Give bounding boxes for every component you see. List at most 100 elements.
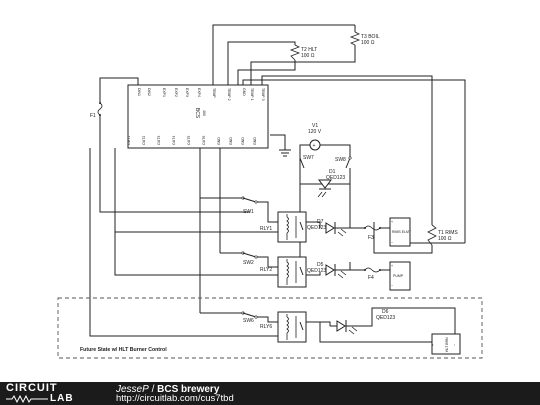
ground-icon [270, 134, 291, 157]
future-state-label: Future State w/ HLT Burner Control [80, 347, 167, 353]
relay-rly2: RLY2 [260, 256, 307, 288]
schematic-diagram: BCS 460 DIN1 DIN2 EXP1 EXP2 EXP3 EXP4 TE… [57, 24, 483, 359]
rly6-label: RLY6 [260, 324, 272, 330]
f3-label: F3 [368, 235, 374, 241]
fuse-f1: F1 [90, 102, 103, 119]
pin-din1: DIN1 [137, 88, 141, 96]
bcs-top-pins: DIN1 DIN2 EXP1 EXP2 EXP3 EXP4 TEMP TEMP … [137, 88, 265, 101]
pin-gnd-b1: GND [217, 137, 221, 145]
d1-part: QED123 [326, 175, 345, 181]
pump-minus: − [391, 284, 393, 288]
f4-label: F4 [368, 275, 374, 281]
v1-plus-sign: + [313, 143, 316, 149]
sw1-label: SW1 [243, 209, 254, 215]
circuit-url[interactable]: http://circuitlab.com/cus7tbd [116, 393, 234, 404]
hlt-minus: − [453, 344, 457, 346]
switch-sw6: SW6 [241, 311, 258, 324]
pin-exp4: EXP4 [197, 88, 201, 97]
switch-sw1: SW1 [241, 196, 258, 215]
bcs-bottom-pins: OUT1 OUT2 OUT3 OUT4 OUT5 OUT6 GND GND GN… [127, 136, 257, 145]
pin-temp3: TEMP 3 [261, 88, 265, 101]
led-d1: D1 QED123 [317, 169, 345, 198]
future-state-region: Future State w/ HLT Burner Control [57, 297, 483, 359]
bcs-name: BCS [194, 108, 200, 119]
waveform-icon [6, 395, 48, 403]
switch-sw2: SW2 [241, 251, 258, 266]
pin-gnd-top: GND [242, 88, 246, 96]
circuitlab-logo[interactable]: CIRCUIT LAB [6, 383, 94, 404]
relay-rly6: RLY6 [260, 311, 307, 343]
relay-rly1: RLY1 [260, 211, 307, 243]
resistor-t2: T2 HLT 100 Ω [289, 44, 317, 61]
pin-gnd-b3: GND [241, 137, 245, 145]
d5-part: QED123 [307, 268, 326, 274]
pin-out5: OUT5 [187, 136, 191, 145]
led-d5: D5 QED123 [307, 262, 350, 279]
load-hlt-burner: + HLT BRN − [431, 333, 461, 355]
resistor-t1: T1 RIMS 100 Ω [427, 224, 458, 246]
pin-exp1: EXP1 [162, 88, 166, 97]
load-pump: + PUMP − [389, 261, 411, 291]
pin-out3: OUT3 [157, 136, 161, 145]
bcs-sub: 460 [202, 110, 206, 116]
sw2-label: SW2 [243, 260, 254, 266]
rims-minus: − [391, 241, 393, 245]
switch-sw8: SW8 [335, 156, 352, 169]
switch-sw7: SW7 [299, 155, 314, 169]
rly2-label: RLY2 [260, 267, 272, 273]
pin-exp2: EXP2 [174, 88, 178, 97]
pin-exp3: EXP3 [185, 88, 189, 97]
logo-text-top: CIRCUIT [6, 382, 58, 394]
pin-out4: OUT4 [172, 136, 176, 145]
fuse-f4: F4 [364, 267, 381, 281]
d1-name: D1 [329, 169, 336, 175]
sw7-label: SW7 [303, 155, 314, 161]
t1-value: 100 Ω [438, 236, 452, 242]
rly1-label: RLY1 [260, 226, 272, 232]
rims-plus: + [391, 220, 393, 224]
pump-name: PUMP [393, 274, 404, 278]
t2-name: T2 HLT [301, 47, 317, 53]
bcs-controller: BCS 460 DIN1 DIN2 EXP1 EXP2 EXP3 EXP4 TE… [127, 84, 269, 149]
resistor-t3: T3 BOIL 100 Ω [349, 31, 380, 46]
d6-part: QED123 [376, 315, 395, 321]
pin-out6: OUT6 [202, 136, 206, 145]
pin-gnd-b2: GND [229, 137, 233, 145]
byline-separator: / [148, 384, 158, 395]
author-link[interactable]: JesseP [116, 384, 149, 395]
circuit-title[interactable]: BCS brewery [157, 384, 220, 395]
pin-out1: OUT1 [127, 136, 131, 145]
logo-text-bottom: LAB [50, 393, 74, 404]
load-rims-element: + RIMS ELMT − [389, 217, 412, 247]
t2-value: 100 Ω [301, 53, 315, 59]
hlt-name: HLT BRN [445, 337, 449, 352]
pin-gnd-b4: GND [253, 137, 257, 145]
d7-name: D7 [317, 219, 324, 225]
led-d6: D6 QED123 [330, 309, 395, 335]
wires [89, 24, 466, 343]
d5-name: D5 [317, 262, 324, 268]
pin-temp2: TEMP 2 [227, 88, 231, 101]
pin-din2: DIN2 [147, 88, 151, 96]
fuse-f3: F3 [364, 225, 381, 241]
d6-name: D6 [382, 309, 389, 315]
hlt-plus: + [431, 344, 435, 346]
led-d7: D7 QED123 [307, 219, 350, 237]
circuit-byline: JesseP / BCS brewery [116, 384, 219, 395]
t3-value: 100 Ω [361, 40, 375, 46]
footer-bar: CIRCUIT LAB JesseP / BCS brewery http://… [0, 382, 540, 405]
pin-out2: OUT2 [142, 136, 146, 145]
sw8-label: SW8 [335, 157, 346, 163]
voltage-source-v1: + V1 120 V [308, 123, 322, 151]
f1-label: F1 [90, 113, 96, 119]
rims-name: RIMS ELMT [392, 230, 412, 234]
t1-name: T1 RIMS [438, 230, 458, 236]
sw6-label: SW6 [243, 318, 254, 324]
t3-name: T3 BOIL [361, 34, 380, 40]
pump-plus: + [391, 264, 393, 268]
pin-temp: TEMP [212, 88, 216, 98]
pin-temp1: TEMP 1 [250, 88, 254, 101]
v1-value: 120 V [308, 129, 322, 135]
v1-name: V1 [312, 123, 318, 129]
d7-part: QED123 [307, 225, 326, 231]
